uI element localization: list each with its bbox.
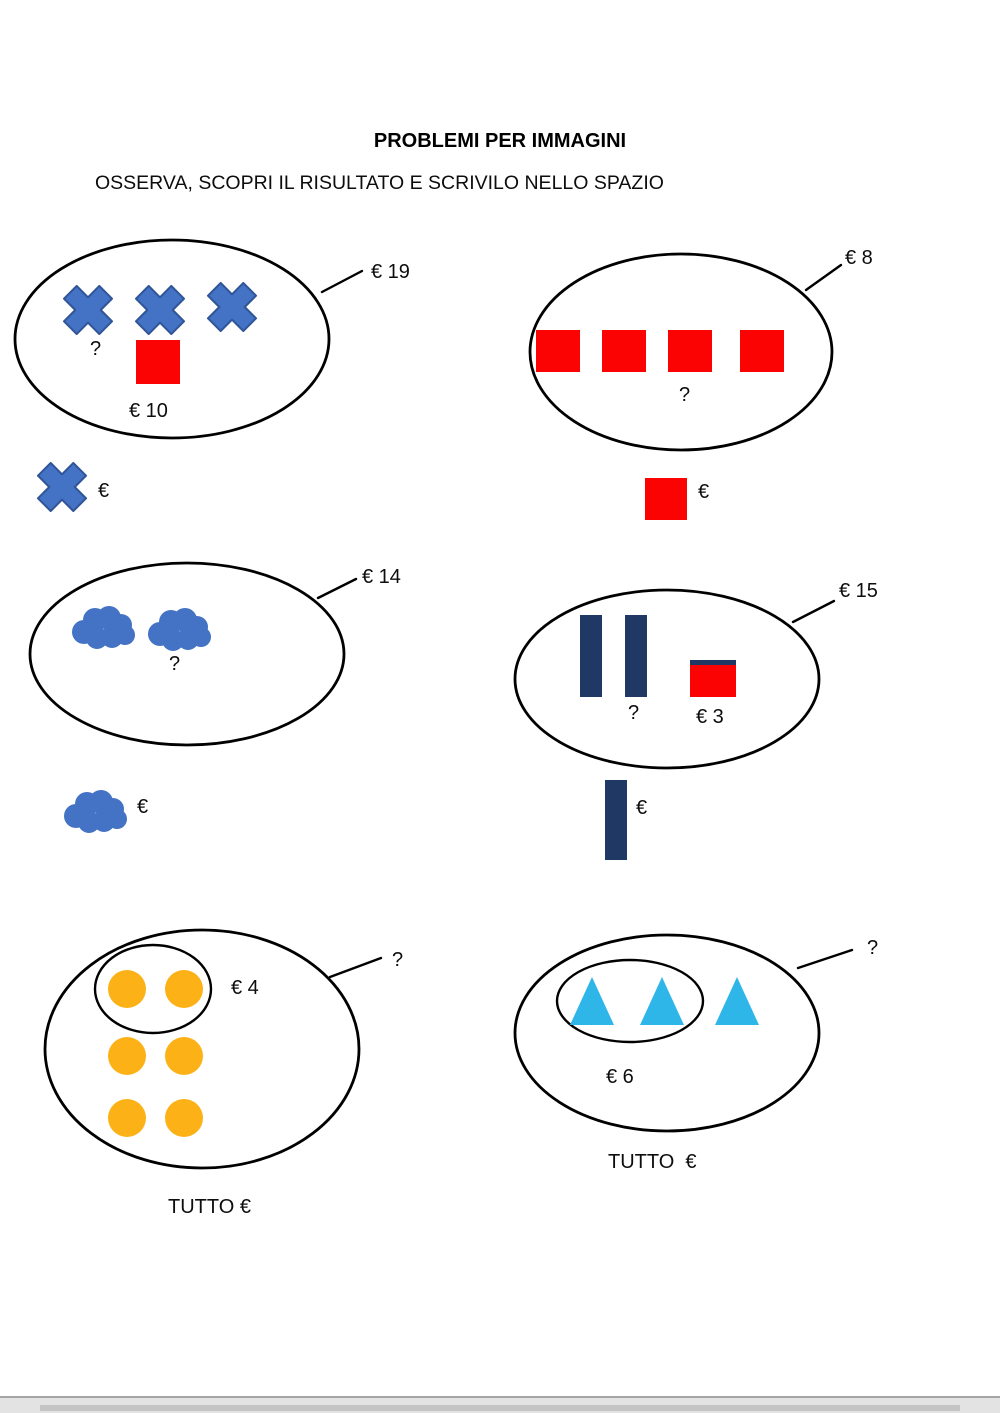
p5-circle-icon-4	[165, 1037, 203, 1075]
p1-leader-line	[320, 269, 364, 294]
p5-group-oval	[93, 943, 213, 1035]
p2-red-square-icon-3	[668, 330, 712, 372]
p5-answer-space[interactable]: TUTTO €	[168, 1196, 251, 1218]
p1-answer-space[interactable]: €	[98, 480, 110, 502]
p1-cross-icon-1	[51, 273, 125, 347]
p3-cloud-icon-1	[72, 606, 135, 649]
p2-answer-square-icon	[645, 478, 687, 520]
p4-total-label: € 15	[839, 580, 878, 602]
page-edge-smudge	[40, 1405, 960, 1411]
p4-oval	[513, 588, 821, 770]
p6-oval	[513, 933, 821, 1133]
p4-answer-bar-icon	[605, 780, 627, 860]
p6-triangle-icon-3	[715, 977, 759, 1025]
p4-red-rect-top-edge	[690, 660, 736, 665]
p5-group-price-label: € 4	[231, 977, 259, 999]
p5-oval	[43, 928, 361, 1170]
p2-red-square-icon-2	[602, 330, 646, 372]
p4-known-price-label: € 3	[696, 706, 724, 728]
problem4-figure	[513, 588, 836, 860]
p6-answer-space[interactable]: TUTTO €	[608, 1151, 697, 1173]
p1-question-mark: ?	[90, 338, 102, 360]
p6-total-question-mark: ?	[867, 937, 879, 959]
p4-question-mark: ?	[628, 702, 640, 724]
p1-total-label: € 19	[371, 261, 410, 283]
p2-red-square-icon-4	[740, 330, 784, 372]
problem1-figure	[13, 238, 364, 524]
p3-answer-space[interactable]: €	[137, 796, 149, 818]
p1-red-square-icon	[136, 340, 180, 384]
p6-group-oval	[555, 958, 705, 1044]
problem3-figure	[28, 561, 358, 833]
page-title: PROBLEMI PER IMMAGINI	[373, 130, 627, 152]
p5-circle-icon-6	[165, 1099, 203, 1137]
p2-leader-line	[804, 263, 843, 292]
p2-answer-space[interactable]: €	[698, 481, 710, 503]
p4-bar-icon-2	[625, 615, 647, 697]
p3-cloud-icon-2	[148, 608, 211, 651]
page-edge-line	[0, 1396, 1000, 1398]
p3-total-label: € 14	[362, 566, 401, 588]
problem5-figure	[43, 928, 383, 1170]
problem2-figure	[528, 252, 843, 520]
p4-red-rect-icon	[690, 662, 736, 697]
p5-circle-icon-1	[108, 970, 146, 1008]
p5-circle-icon-3	[108, 1037, 146, 1075]
p3-leader-line	[316, 577, 358, 600]
next-page-preview	[0, 1396, 1000, 1413]
p3-answer-cloud-icon	[64, 790, 127, 833]
p3-oval	[28, 561, 346, 747]
p1-answer-cross-icon	[25, 450, 99, 524]
p4-bar-icon-1	[580, 615, 602, 697]
p5-total-question-mark: ?	[392, 949, 404, 971]
p1-oval	[13, 238, 331, 440]
p6-group-price-label: € 6	[606, 1066, 634, 1088]
p5-leader-line	[328, 956, 383, 979]
p5-circle-icon-5	[108, 1099, 146, 1137]
p1-cross-icon-3	[195, 270, 269, 344]
p2-question-mark: ?	[679, 384, 691, 406]
p2-oval	[528, 252, 834, 452]
p6-leader-line	[796, 948, 854, 970]
p1-known-price-label: € 10	[129, 400, 168, 422]
p6-triangle-icon-2	[640, 977, 684, 1025]
p2-red-square-icon-1	[536, 330, 580, 372]
p6-triangle-icon-1	[570, 977, 614, 1025]
p3-question-mark: ?	[169, 653, 181, 675]
p5-circle-icon-2	[165, 970, 203, 1008]
page-subtitle: OSSERVA, SCOPRI IL RISULTATO E SCRIVILO …	[95, 172, 664, 194]
p4-leader-line	[791, 599, 836, 624]
problem6-figure	[513, 933, 854, 1133]
p4-answer-space[interactable]: €	[636, 797, 648, 819]
p2-total-label: € 8	[845, 247, 873, 269]
p1-cross-icon-2	[123, 273, 197, 347]
